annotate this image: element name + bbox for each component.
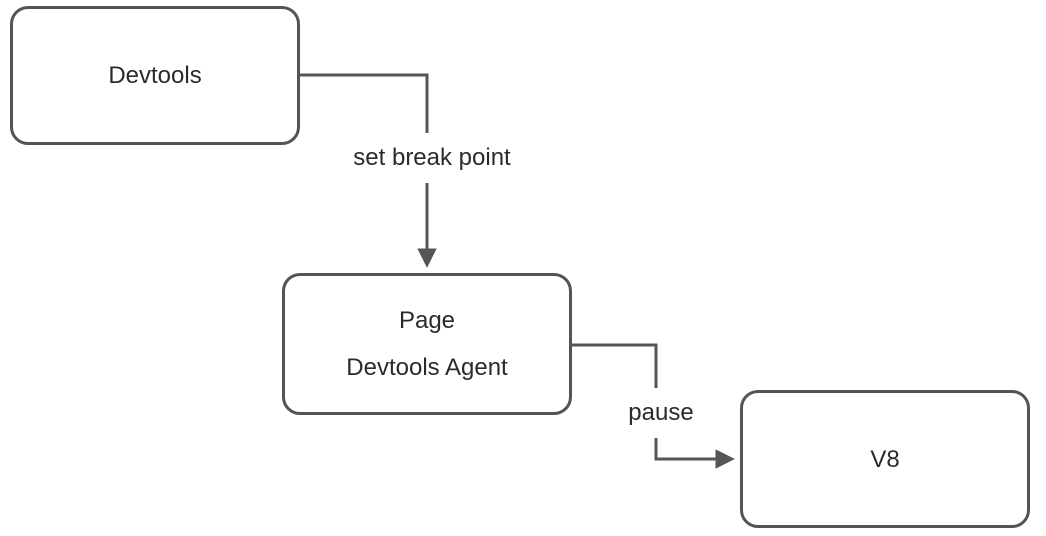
node-v8: V8 bbox=[740, 390, 1030, 528]
node-page-devtools-agent: Page Devtools Agent bbox=[282, 273, 572, 415]
node-page-devtools-agent-label-line2: Devtools Agent bbox=[346, 354, 508, 381]
edge-label-pause: pause bbox=[622, 388, 700, 438]
node-devtools: Devtools bbox=[10, 6, 300, 145]
edge-label-set-break-point: set break point bbox=[347, 133, 517, 183]
node-devtools-label: Devtools bbox=[108, 62, 202, 89]
node-v8-label: V8 bbox=[870, 445, 900, 473]
node-page-devtools-agent-label-line1: Page bbox=[398, 307, 456, 334]
